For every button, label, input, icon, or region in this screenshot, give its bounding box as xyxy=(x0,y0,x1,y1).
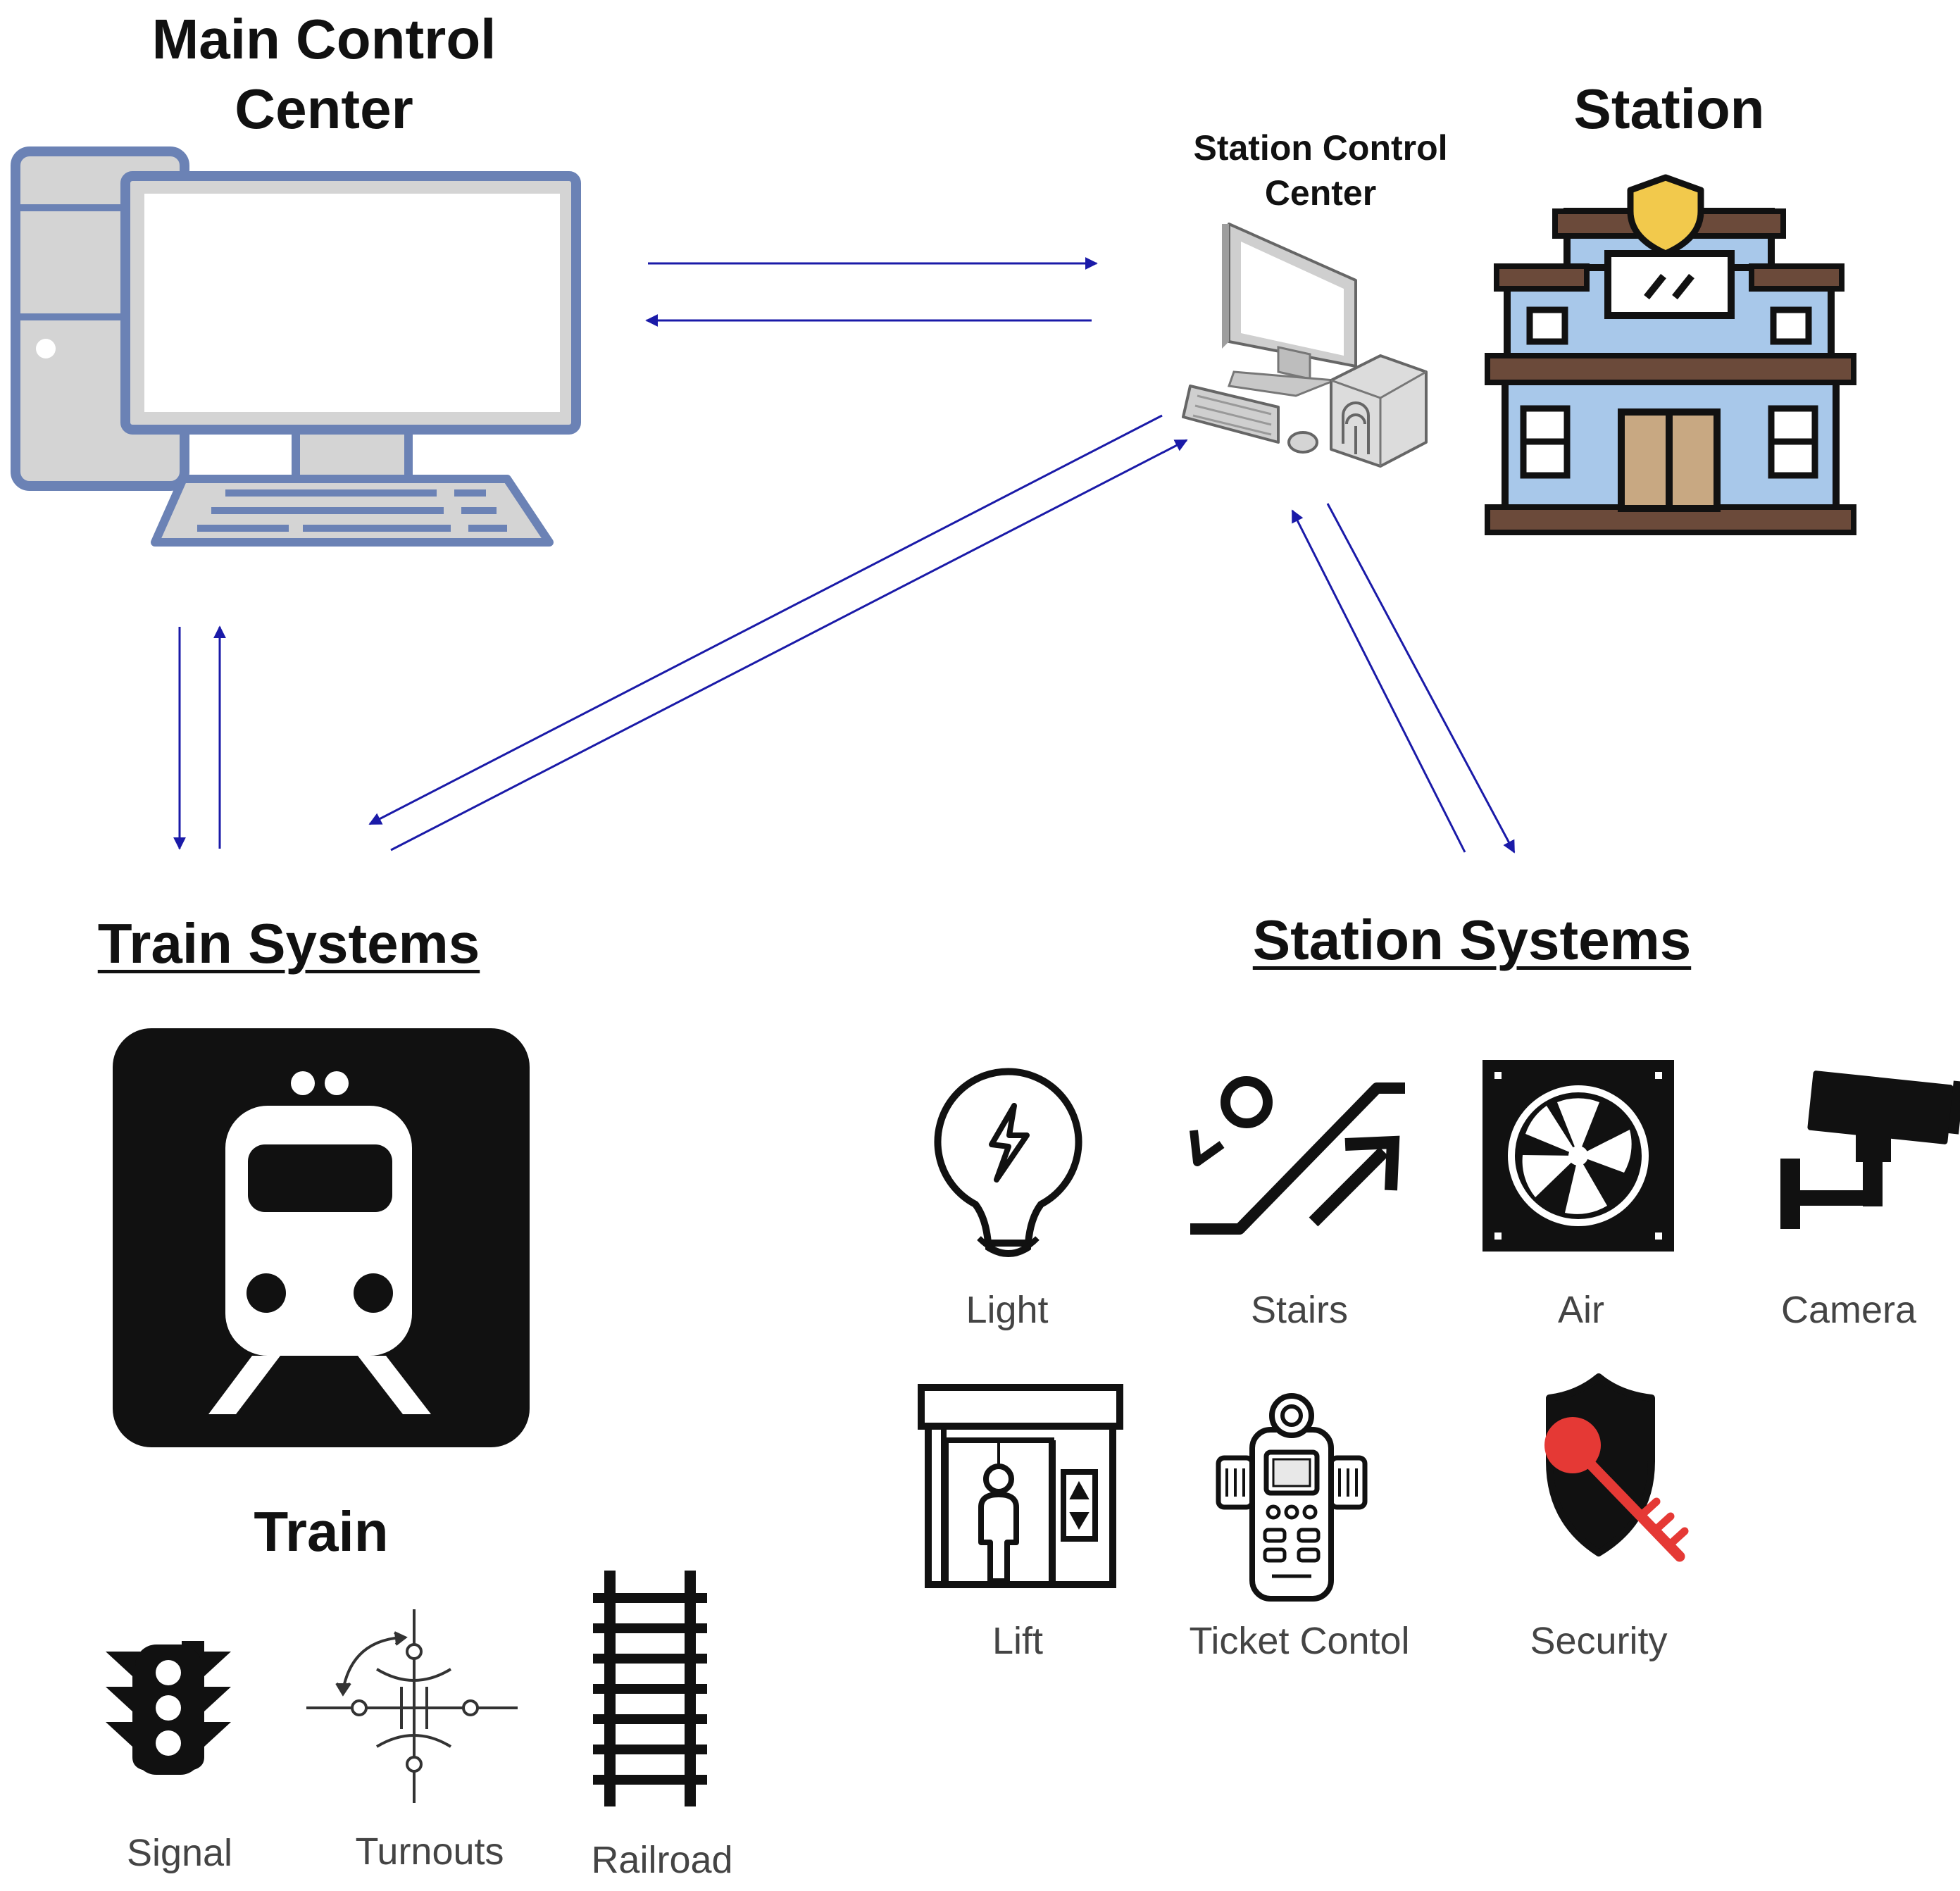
station-title: Station xyxy=(1573,77,1765,140)
arrow-train-to-station-control xyxy=(390,439,1188,851)
security-icon xyxy=(1544,1373,1689,1562)
railroad-label: Railroad xyxy=(591,1839,733,1881)
air-label: Air xyxy=(1558,1289,1604,1331)
arrow-station-control-to-station-systems xyxy=(1326,503,1516,854)
station-systems-heading: Station Systems xyxy=(1252,909,1692,971)
camera-label: Camera xyxy=(1780,1289,1917,1331)
station-building-icon xyxy=(1485,174,1856,535)
stairs-icon xyxy=(1190,1076,1405,1235)
signal-label: Signal xyxy=(126,1832,233,1874)
lift-label: Lift xyxy=(992,1620,1044,1662)
train-icon xyxy=(113,1028,530,1447)
ticket-control-icon xyxy=(1216,1393,1368,1602)
ticket-control-label: Ticket Contol xyxy=(1189,1620,1410,1662)
train-label: Train xyxy=(254,1500,389,1563)
main-computer-icon xyxy=(11,146,581,547)
communication-arrows xyxy=(173,257,1516,854)
air-icon xyxy=(1483,1060,1674,1252)
main-control-center-title-line1: Main Control xyxy=(151,8,497,70)
station-computer-icon xyxy=(1182,223,1428,468)
station-control-center-label-line2: Center xyxy=(1264,173,1377,213)
security-label: Security xyxy=(1530,1620,1668,1662)
station-control-center-label-line1: Station Control xyxy=(1193,128,1448,168)
arrow-station-systems-to-station-control xyxy=(1291,509,1466,853)
light-label: Light xyxy=(966,1289,1049,1331)
lift-icon xyxy=(918,1384,1123,1588)
arrow-station-control-to-train xyxy=(368,414,1163,825)
stairs-label: Stairs xyxy=(1250,1289,1349,1331)
main-control-center-title-line2: Center xyxy=(235,77,413,140)
signal-icon xyxy=(106,1641,231,1775)
train-systems-heading: Train Systems xyxy=(97,912,480,975)
turnouts-icon xyxy=(306,1609,518,1803)
turnouts-label: Turnouts xyxy=(355,1830,504,1873)
camera-icon xyxy=(1780,1071,1960,1229)
light-icon xyxy=(934,1068,1082,1257)
railroad-icon xyxy=(593,1571,707,1806)
